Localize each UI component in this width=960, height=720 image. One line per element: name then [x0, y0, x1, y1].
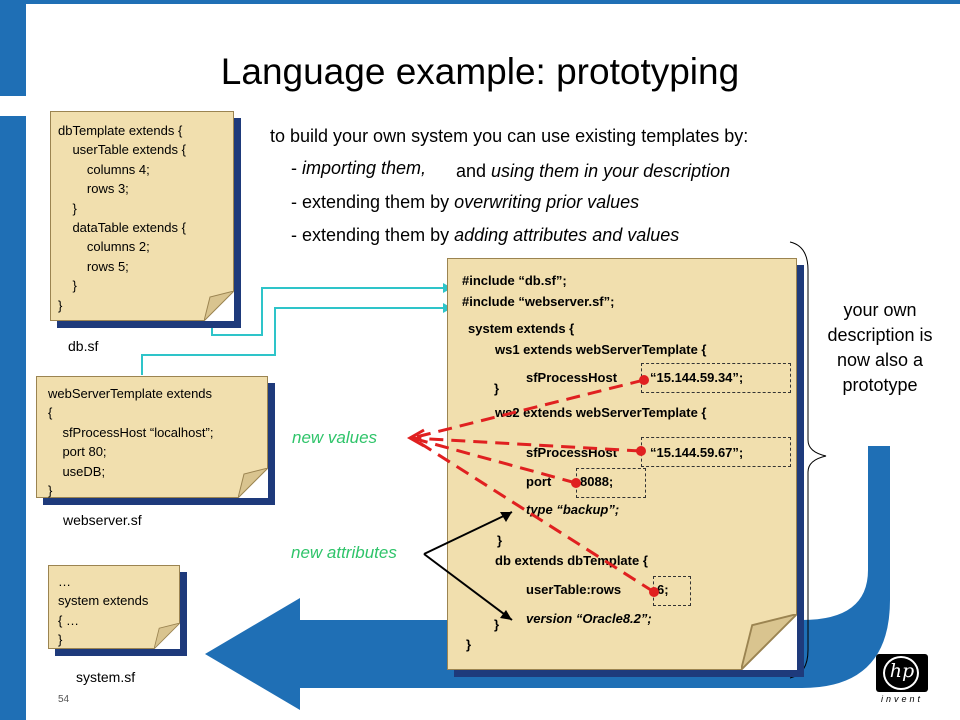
code-line-ws2: ws2 extends webServerTemplate { [495, 405, 707, 420]
logo-tagline: invent [880, 694, 924, 704]
label-new-attributes: new attributes [291, 543, 397, 562]
side-note: your own description is now also a proto… [827, 300, 933, 395]
slide-title: Language example: prototyping [220, 51, 740, 92]
code-line-version: version “Oracle8.2”; [526, 611, 652, 626]
code-line-ws1-host-key: sfProcessHost [526, 370, 618, 385]
code-line-port-key: port [526, 474, 552, 489]
note-db: dbTemplate extends { userTable extends {… [50, 111, 241, 328]
left-accent-bar [0, 0, 26, 720]
code-line-ws2-host-value: “15.144.59.67”; [650, 445, 744, 460]
code-line-include-db: #include “db.sf”; [462, 273, 567, 288]
label-new-values: new values [292, 428, 378, 447]
intro-text: to build your own system you can use exi… [270, 126, 749, 146]
code-line-db: db extends dbTemplate { [495, 553, 648, 568]
code-line-db-close: } [494, 617, 500, 632]
note-webserver: webServerTemplate extends { sfProcessHos… [36, 376, 275, 505]
bullet-importing: - importing them, [291, 158, 427, 178]
code-line-system-close: } [466, 637, 472, 652]
code-line-system: system extends { [468, 321, 575, 336]
page-number: 54 [58, 694, 70, 705]
file-name-system: system.sf [76, 669, 136, 685]
code-db: dbTemplate extends { userTable extends {… [58, 123, 186, 313]
connector-webserver [141, 307, 443, 375]
code-line-rows-key: userTable:rows [526, 582, 622, 597]
code-webserver: webServerTemplate extends { sfProcessHos… [48, 386, 214, 499]
code-line-include-webserver: #include “webserver.sf”; [462, 294, 615, 309]
logo-mark: hp [889, 660, 915, 682]
code-system: … system extends { … } [58, 574, 149, 648]
bullet-using: and using them in your description [456, 161, 731, 181]
bullet-adding: - extending them by adding attributes an… [291, 225, 680, 245]
hp-logo: hp invent [870, 654, 934, 704]
code-line-rows-value: 6; [657, 582, 669, 597]
code-line-ws1: ws1 extends webServerTemplate { [495, 342, 707, 357]
bullet-overwriting: - extending them by overwriting prior va… [291, 192, 640, 212]
code-line-ws1-close: } [494, 381, 500, 396]
file-name-webserver: webserver.sf [63, 512, 142, 528]
file-name-db: db.sf [68, 338, 99, 354]
code-line-ws2-close: } [497, 533, 503, 548]
top-accent-bar [26, 0, 960, 4]
note-system: … system extends { … } [48, 565, 187, 656]
accent-notch [0, 96, 26, 116]
code-line-ws1-host-value: “15.144.59.34”; [650, 370, 744, 385]
code-line-port-value: 8088; [580, 474, 614, 489]
connector-db [211, 287, 443, 336]
